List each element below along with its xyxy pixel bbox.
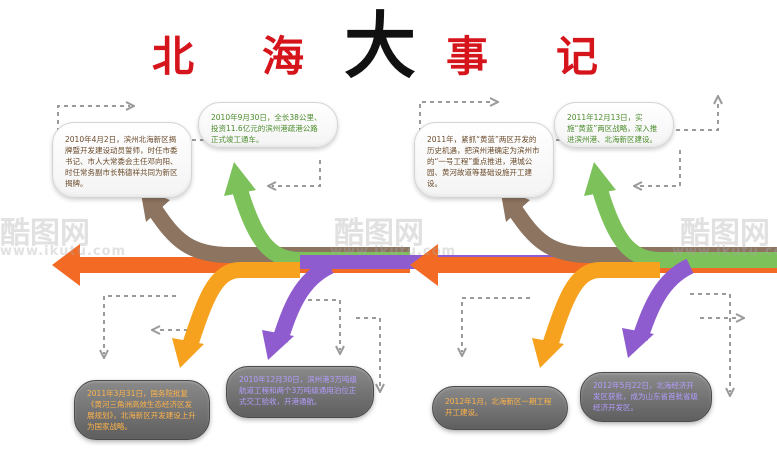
dashed-arrow <box>272 160 321 186</box>
dashed-arrow <box>356 317 380 388</box>
poster-title: 北 海 大 事 记 <box>0 6 777 86</box>
right-orange-line <box>542 262 660 348</box>
event-text: 2011年3月31日，国务院批复《黄河三角洲高效生态经济区发展规划》，北海新区开… <box>87 389 196 431</box>
event-bubble: 2010年12月30日，滨州港3万吨级航道工程和两个3万吨级通用泊位正式交工验收… <box>226 366 374 418</box>
title-char: 事 <box>446 32 489 81</box>
dashed-arrow <box>300 299 340 350</box>
event-bubble: 2010年4月2日，滨州北海新区揭牌暨开发建设动员誓师，时任市委书记、市人大常委… <box>52 122 192 198</box>
dashed-arrow <box>690 293 730 392</box>
event-bubble: 2011年，紧抓“黄蓝”两区开发的历史机遇，把滨州港确定为滨州市的“一号工程”重… <box>414 122 554 198</box>
right-purple-arrowhead <box>622 328 654 358</box>
event-text: 2010年12月30日，滨州港3万吨级航道工程和两个3万吨级通用泊位正式交工验收… <box>239 375 357 406</box>
left-orange-arrowhead <box>172 338 204 368</box>
event-text: 2010年9月30日，全长38公里、投资11.6亿元的滨州港疏港公路正式竣工通车… <box>211 113 322 144</box>
title-char: 记 <box>556 32 599 81</box>
right-green-arrowhead <box>584 162 616 196</box>
right-orange-red-arrowhead <box>410 244 438 286</box>
event-bubble: 2011年12月13日，实施“黄蓝”两区战略，深入推进滨州港、北海新区建设。 <box>554 102 674 148</box>
dashed-arrow <box>462 297 530 352</box>
right-purple-line <box>632 258 694 341</box>
left-green-arrowhead <box>224 162 256 196</box>
left-green-line <box>232 187 410 268</box>
dashed-arrow <box>638 150 681 186</box>
event-bubble: 2012年1月，北海新区一期工程开工建设。 <box>432 386 568 430</box>
title-char: 海 <box>262 32 305 81</box>
dashed-arrow <box>660 100 718 131</box>
left-purple-line <box>272 258 334 343</box>
right-green-line <box>592 187 777 268</box>
event-bubble: 2010年9月30日，全长38公里、投资11.6亿元的滨州港疏港公路正式竣工通车… <box>198 102 338 148</box>
dashed-arrow <box>104 295 176 354</box>
left-brown-line <box>148 205 410 263</box>
right-orange-arrowhead <box>532 338 564 368</box>
event-bubble: 2011年3月31日，国务院批复《黄河三角洲高效生态经济区发展规划》，北海新区开… <box>74 380 210 440</box>
title-char: 北 <box>152 32 195 81</box>
event-text: 2012年5月22日，北海经济开发区获批，成为山东省首批省级经济开发区。 <box>593 381 698 412</box>
left-orange-red-arrowhead <box>52 244 80 286</box>
right-brown-line <box>508 205 777 263</box>
event-text: 2012年1月，北海新区一期工程开工建设。 <box>445 397 552 417</box>
left-purple-arrowhead <box>262 330 294 360</box>
event-text: 2010年4月2日，滨州北海新区揭牌暨开发建设动员誓师，时任市委书记、市人大常委… <box>65 135 178 188</box>
event-text: 2011年12月13日，实施“黄蓝”两区战略，深入推进滨州港、北海新区建设。 <box>567 113 658 144</box>
event-bubble: 2012年5月22日，北海经济开发区获批，成为山东省首批省级经济开发区。 <box>580 372 712 422</box>
event-text: 2011年，紧抓“黄蓝”两区开发的历史机遇，把滨州港确定为滨州市的“一号工程”重… <box>427 135 540 188</box>
left-orange-line <box>182 262 300 348</box>
title-char-emphasis: 大 <box>344 3 417 88</box>
